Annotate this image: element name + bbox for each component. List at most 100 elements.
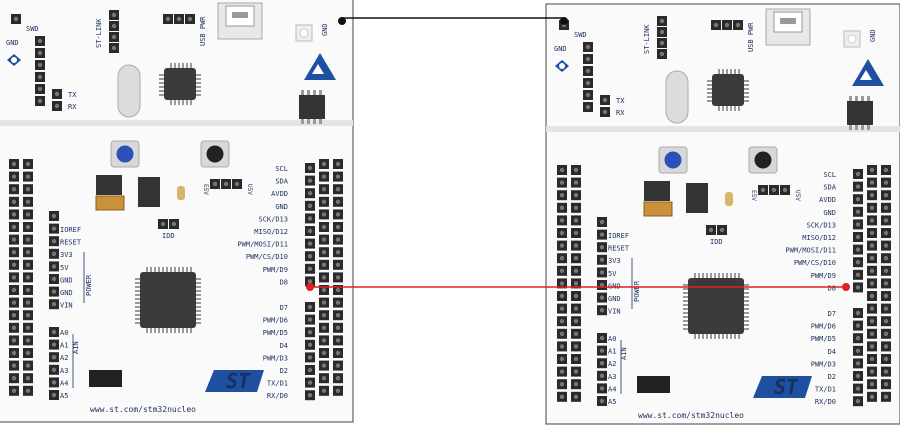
morpho-right-pin: [881, 341, 891, 352]
user-button-cap[interactable]: [664, 151, 682, 169]
chip-lead: [726, 69, 728, 74]
pin-hole: [321, 187, 327, 192]
chip-lead: [196, 90, 201, 92]
led-lens: [299, 28, 309, 38]
morpho-right-pin: [333, 373, 343, 384]
pin-hole: [782, 187, 788, 193]
pin-hole: [599, 295, 605, 300]
eeprom-lead: [319, 90, 322, 95]
arduino-digital-pin: [853, 219, 863, 230]
morpho-left-pin: [9, 360, 19, 371]
pin-hole: [307, 279, 313, 284]
pin-hole: [25, 224, 31, 230]
digital-pin-label: AVDD: [819, 196, 836, 204]
st-brand-text: ST: [774, 375, 799, 399]
arduino-power-pin: [49, 236, 59, 247]
arduino-digital-pin: [305, 352, 315, 363]
swd-pin: [35, 60, 45, 70]
power-pin-label: GND: [60, 276, 73, 284]
digital-pin-label: D7: [280, 304, 288, 312]
pin-hole: [573, 230, 579, 236]
eeprom-lead: [861, 96, 864, 101]
morpho-left-pin: [557, 328, 567, 339]
analog-pin-label: A0: [608, 335, 616, 343]
pin-hole: [307, 393, 313, 398]
arduino-power-pin: [597, 217, 607, 227]
arduino-power-pin: [49, 274, 59, 284]
gnd-corner-label: GND: [321, 23, 329, 36]
e5v-label: E5V: [202, 184, 209, 195]
pin-hole: [855, 209, 861, 214]
pin-hole: [307, 342, 313, 347]
pin-hole: [51, 380, 57, 385]
pin-hole: [321, 388, 327, 393]
pin-hole: [855, 260, 861, 265]
pin-hole: [321, 350, 327, 356]
morpho-left-pin: [9, 209, 19, 220]
morpho-left-pin: [571, 165, 581, 175]
pin-hole: [11, 338, 17, 343]
chip-lead: [154, 328, 156, 333]
chip-body: [712, 74, 744, 106]
morpho-right-pin: [867, 265, 877, 276]
reset-button-cap[interactable]: [754, 151, 772, 169]
pin-hole: [573, 180, 579, 185]
pin-hole: [25, 338, 31, 343]
chip-lead: [159, 86, 164, 88]
pin-hole: [111, 12, 117, 18]
morpho-right-pin: [319, 209, 329, 220]
pin-hole: [11, 199, 17, 204]
pin-hole: [869, 394, 875, 399]
morpho-right-pin: [319, 373, 329, 384]
chip-lead: [738, 334, 740, 339]
usb-connector: [217, 2, 263, 40]
morpho-right-pin: [881, 354, 891, 364]
st-brand-logo-icon: ST: [205, 369, 264, 393]
arduino-analog-pin: [49, 364, 59, 375]
analog-title: AIN: [72, 341, 80, 354]
morpho-right-pin: [867, 316, 877, 327]
chip-lead: [698, 273, 700, 278]
target-mcu: [683, 273, 749, 339]
pin-hole: [869, 382, 875, 387]
chip-lead: [178, 100, 180, 105]
swd-pin: [35, 84, 45, 94]
morpho-right-pin: [319, 310, 329, 321]
morpho-right-pin: [881, 379, 891, 390]
digital-pin-label: PWM/D5: [811, 335, 836, 343]
morpho-right-pin: [881, 228, 891, 238]
chip-lead: [683, 292, 688, 294]
pin-hole: [883, 369, 889, 374]
chip-lead: [196, 322, 201, 324]
chip-lead: [730, 334, 732, 339]
digital-pin-label: PWM/D6: [263, 317, 288, 325]
arduino-digital-pin: [853, 320, 863, 331]
pin-hole: [335, 350, 341, 356]
user-button-cap[interactable]: [116, 145, 134, 163]
reset-button-cap[interactable]: [206, 145, 224, 163]
arduino-analog-pin: [597, 358, 607, 369]
chip-lead: [196, 74, 201, 76]
chip-lead: [135, 298, 140, 300]
pin-hole: [307, 367, 313, 373]
tx-label: TX: [68, 91, 77, 99]
morpho-left-pin: [557, 265, 567, 276]
pin-hole: [321, 313, 327, 318]
morpho-right-pin: [867, 240, 877, 251]
pin-hole: [855, 272, 861, 277]
st-logo-mark: [860, 70, 872, 80]
pin-hole: [869, 306, 875, 311]
tx-pin: [600, 95, 610, 105]
morpho-right-pin: [333, 310, 343, 321]
morpho-left-pin: [571, 316, 581, 327]
analog-pin-label: A2: [60, 354, 68, 362]
pin-hole: [51, 289, 57, 294]
eeprom-lead: [861, 125, 864, 130]
morpho-right-pin: [333, 222, 343, 232]
pin-hole: [234, 181, 240, 187]
morpho-left-pin: [9, 297, 19, 308]
pin-hole: [883, 193, 889, 198]
morpho-left-pin: [557, 278, 567, 289]
swd-pin: [583, 54, 593, 64]
chip-lead: [196, 94, 201, 96]
